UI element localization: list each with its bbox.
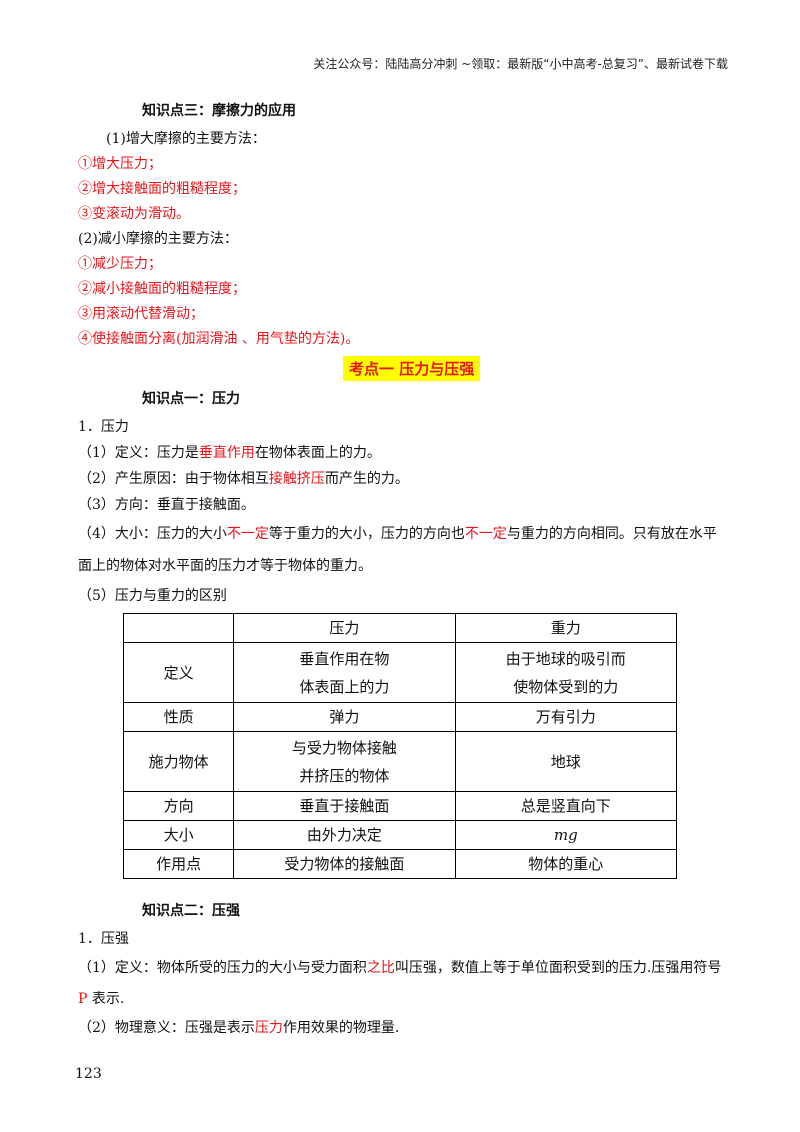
pressure-force-cause: （2）产生原因：由于物体相互接触挤压而产生的力。 — [78, 468, 409, 488]
table-row: 性质 弹力 万有引力 — [122, 702, 678, 732]
gravity-cell: mg — [454, 820, 678, 850]
section-title-friction-application: 知识点三：摩擦力的应用 — [142, 103, 296, 119]
pressure-symbol-line: P 表示. — [78, 988, 124, 1008]
gravity-cell: 地球 — [454, 731, 678, 792]
pressure-cell: 垂直于接触面 — [233, 791, 456, 821]
decrease-friction-title: (2)减小摩擦的主要方法： — [78, 231, 238, 247]
definition-keyword: 垂直作用 — [198, 445, 255, 461]
row-label: 方向 — [122, 791, 235, 821]
pressure-symbol: P — [78, 991, 88, 1007]
table-header-cell: 重力 — [454, 613, 678, 643]
table-header-cell: 压力 — [233, 613, 456, 643]
pressure-force-size-line1: （4）大小：压力的大小不一定等于重力的大小，压力的方向也不一定与重力的方向相同。… — [78, 523, 717, 543]
pressure-def-keyword: 之比 — [366, 960, 395, 976]
cause-text-end: 而产生的力。 — [324, 471, 409, 487]
row-label: 施力物体 — [122, 731, 235, 792]
size-text-b: 等于重力的大小，压力的方向也 — [268, 526, 465, 542]
pressure-force-definition: （1）定义：压力是垂直作用在物体表面上的力。 — [78, 442, 381, 462]
definition-text: （1）定义：压力是 — [78, 445, 199, 461]
pressure-def-text-end: 叫压强，数值上等于单位面积受到的压力.压强用符号 — [394, 960, 722, 976]
pressure-definition: （1）定义：物体所受的压力的大小与受力面积之比叫压强，数值上等于单位面积受到的压… — [78, 957, 721, 977]
table-header-row: 压力 重力 — [122, 613, 678, 643]
decrease-item-1: ①减少压力； — [78, 256, 162, 272]
table-row: 施力物体 与受力物体接触并挤压的物体 地球 — [122, 731, 678, 792]
table-row: 定义 垂直作用在物体表面上的力 由于地球的吸引而使物体受到的力 — [122, 642, 678, 703]
header-note: 关注公众号：陆陆高分冲刺 ~领取：最新版“小中高考-总复习”、最新试卷下载 — [313, 57, 728, 71]
cell-line: 与受力物体接触 — [291, 738, 397, 757]
kaodian-banner: 考点一 压力与压强 — [343, 356, 481, 381]
pressure-meaning: （2）物理意义：压强是表示压力作用效果的物理量. — [78, 1017, 399, 1037]
row-label: 定义 — [122, 642, 235, 703]
pressure-gravity-diff-title: （5）压力与重力的区别 — [78, 588, 227, 604]
increase-item-1: ①增大压力； — [78, 156, 162, 172]
definition-text-end: 在物体表面上的力。 — [254, 445, 381, 461]
row-label: 作用点 — [122, 849, 235, 879]
increase-item-3: ③变滚动为滑动。 — [78, 206, 190, 222]
gravity-cell: 由于地球的吸引而使物体受到的力 — [454, 642, 678, 703]
gravity-cell: 万有引力 — [454, 702, 678, 732]
pressure-cell: 由外力决定 — [233, 820, 456, 850]
table-row: 作用点 受力物体的接触面 物体的重心 — [122, 849, 678, 879]
table-row: 方向 垂直于接触面 总是竖直向下 — [122, 791, 678, 821]
decrease-item-2: ②减小接触面的粗糙程度； — [78, 281, 246, 297]
size-keyword-2: 不一定 — [464, 526, 507, 542]
size-text-c: 与重力的方向相同。只有放在水平 — [506, 526, 717, 542]
pressure-gravity-table: 压力 重力 定义 垂直作用在物体表面上的力 由于地球的吸引而使物体受到的力 性质… — [122, 613, 678, 879]
cause-text: （2）产生原因：由于物体相互 — [78, 471, 269, 487]
meaning-keyword: 压力 — [254, 1020, 283, 1036]
cell-line: 使物体受到的力 — [513, 677, 619, 696]
row-label: 性质 — [122, 702, 235, 732]
table-row: 大小 由外力决定 mg — [122, 820, 678, 850]
cell-line: 体表面上的力 — [299, 677, 390, 696]
pressure-force-direction: （3）方向：垂直于接触面。 — [78, 497, 255, 513]
increase-friction-title: (1)增大摩擦的主要方法： — [106, 131, 266, 147]
table-header-cell — [122, 613, 235, 643]
meaning-text: （2）物理意义：压强是表示 — [78, 1020, 255, 1036]
pressure-cell: 垂直作用在物体表面上的力 — [233, 642, 456, 703]
cell-line: 垂直作用在物 — [299, 649, 390, 668]
decrease-item-3: ③用滚动代替滑动； — [78, 306, 204, 322]
pressure-cell: 受力物体的接触面 — [233, 849, 456, 879]
size-text-a: （4）大小：压力的大小 — [78, 526, 227, 542]
row-label: 大小 — [122, 820, 235, 850]
gravity-cell: 物体的重心 — [454, 849, 678, 879]
meaning-text-end: 作用效果的物理量. — [282, 1020, 400, 1036]
pressure-force-heading: 1．压力 — [78, 419, 129, 435]
cell-line: 由于地球的吸引而 — [505, 649, 626, 668]
pressure-cell: 弹力 — [233, 702, 456, 732]
pressure-def-text: （1）定义：物体所受的压力的大小与受力面积 — [78, 960, 367, 976]
cell-line: 并挤压的物体 — [299, 766, 390, 785]
cause-keyword: 接触挤压 — [268, 471, 325, 487]
pressure-force-size-line2: 面上的物体对水平面的压力才等于物体的重力。 — [78, 558, 372, 574]
section-title-pressure-force: 知识点一：压力 — [142, 391, 240, 407]
pressure-heading: 1．压强 — [78, 931, 129, 947]
section-title-pressure: 知识点二：压强 — [142, 903, 240, 919]
pressure-cell: 与受力物体接触并挤压的物体 — [233, 731, 456, 792]
pressure-symbol-text: 表示. — [87, 991, 125, 1007]
increase-item-2: ②增大接触面的粗糙程度； — [78, 181, 246, 197]
size-keyword-1: 不一定 — [226, 526, 269, 542]
gravity-cell: 总是竖直向下 — [454, 791, 678, 821]
decrease-item-4: ④使接触面分离(加润滑油 、用气垫的方法)。 — [78, 331, 360, 347]
page-number: 123 — [75, 1066, 102, 1082]
